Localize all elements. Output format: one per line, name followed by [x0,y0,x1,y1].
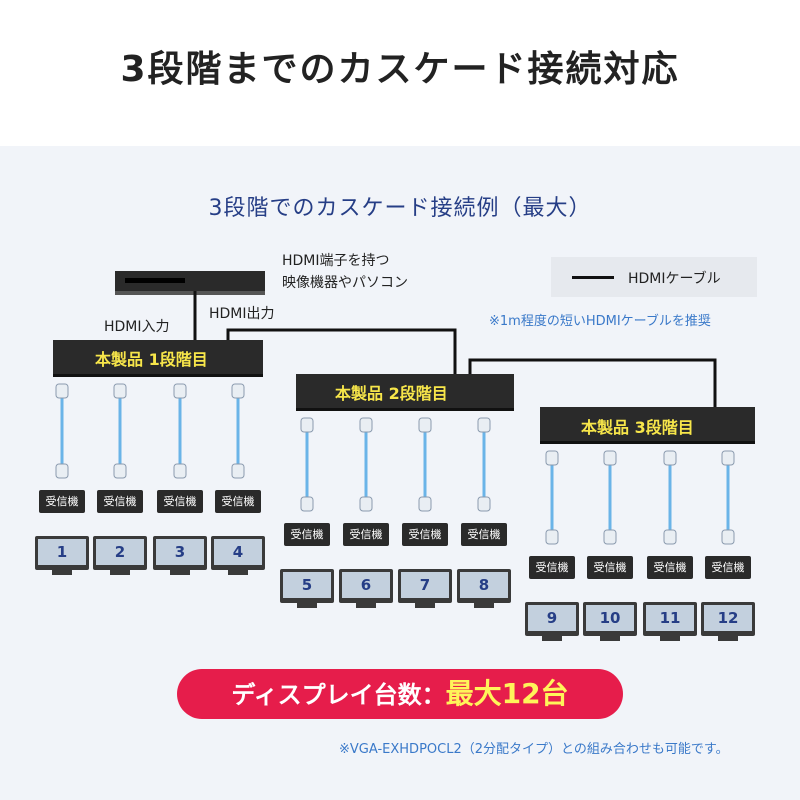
device-stage3-label: 本製品 3段階目 [581,418,694,437]
receiver-label: 受信機 [461,523,507,546]
cable-plug [663,450,677,466]
display-monitor: 11 [643,602,697,641]
cable-plug [418,496,432,512]
legend-line-swatch [572,276,614,279]
receiver-label: 受信機 [587,556,633,579]
display-monitor: 9 [525,602,579,641]
cable-plug [359,417,373,433]
receiver-label: 受信機 [215,490,261,513]
cable-plug [721,450,735,466]
cable-plug [55,463,69,479]
diagram-subtitle: 3段階でのカスケード接続例（最大） [208,196,592,221]
device-stage1-label: 本製品 1段階目 [95,350,208,369]
display-count-badge: ディスプレイ台数：最大12台 [177,669,623,719]
device-stage2-label: 本製品 2段階目 [335,384,448,403]
wire-stage2-to-stage3 [468,358,717,407]
device-stage1 [53,340,263,374]
receiver-label: 受信機 [284,523,330,546]
display-number: 8 [460,572,508,598]
display-monitor: 7 [398,569,452,608]
cable-plug [603,529,617,545]
display-number: 1 [38,539,86,565]
monitor-stand [297,603,317,608]
receiver-label: 受信機 [529,556,575,579]
monitor-stand [718,636,738,641]
display-monitor: 1 [35,536,89,575]
receiver-label: 受信機 [157,490,203,513]
receiver-label: 受信機 [39,490,85,513]
monitor-stand [660,636,680,641]
cable-plug [477,417,491,433]
receiver-label: 受信機 [97,490,143,513]
display-number: 6 [342,572,390,598]
cable-note: ※1m程度の短いHDMIケーブルを推奨 [489,314,711,329]
display-number: 7 [401,572,449,598]
cable-plug [418,417,432,433]
cable-plug [231,463,245,479]
receiver-label: 受信機 [647,556,693,579]
display-count-value: 最大12台 [445,677,569,710]
cable-plug [300,496,314,512]
display-number: 11 [646,605,694,631]
display-number: 4 [214,539,262,565]
receiver-label: 受信機 [343,523,389,546]
display-number: 5 [283,572,331,598]
cable-plug [55,383,69,399]
hdmi-out-label: HDMI出力 [209,306,275,322]
cable-plug [173,383,187,399]
cable-plug [231,383,245,399]
monitor-stand [170,570,190,575]
cable-plug [721,529,735,545]
display-number: 3 [156,539,204,565]
monitor-stand [110,570,130,575]
display-number: 10 [586,605,634,631]
display-monitor: 8 [457,569,511,608]
source-device-slot [125,278,185,283]
display-monitor: 6 [339,569,393,608]
monitor-stand [356,603,376,608]
cable-plug [173,463,187,479]
cable-plug [113,463,127,479]
monitor-stand [474,603,494,608]
display-monitor: 12 [701,602,755,641]
monitor-stand [542,636,562,641]
cable-plug [477,496,491,512]
display-monitor: 4 [211,536,265,575]
cable-plug [113,383,127,399]
display-number: 12 [704,605,752,631]
device-stage3 [540,407,755,441]
cable-plug [603,450,617,466]
footnote: ※VGA-EXHDPOCL2（2分配タイプ）との組み合わせも可能です。 [339,742,729,757]
monitor-stand [600,636,620,641]
page-title: 3段階までのカスケード接続対応 [120,49,680,90]
cable-plug [545,450,559,466]
display-monitor: 3 [153,536,207,575]
legend-label: HDMIケーブル [628,271,721,287]
device-stage2 [296,374,514,408]
source-label-line1: HDMI端子を持つ [282,253,390,269]
wire-stage1-to-stage2 [226,328,457,374]
cable-plug [663,529,677,545]
monitor-stand [52,570,72,575]
receiver-label: 受信機 [402,523,448,546]
display-count-prefix: ディスプレイ台数： [231,681,446,709]
monitor-stand [228,570,248,575]
source-device [115,271,265,291]
cable-plug [359,496,373,512]
source-label-line2: 映像機器やパソコン [282,275,408,291]
cable-plug [545,529,559,545]
display-number: 2 [96,539,144,565]
monitor-stand [415,603,435,608]
receiver-label: 受信機 [705,556,751,579]
display-monitor: 10 [583,602,637,641]
display-number: 9 [528,605,576,631]
display-monitor: 2 [93,536,147,575]
hdmi-in-label: HDMI入力 [104,319,170,335]
cable-plug [300,417,314,433]
display-monitor: 5 [280,569,334,608]
